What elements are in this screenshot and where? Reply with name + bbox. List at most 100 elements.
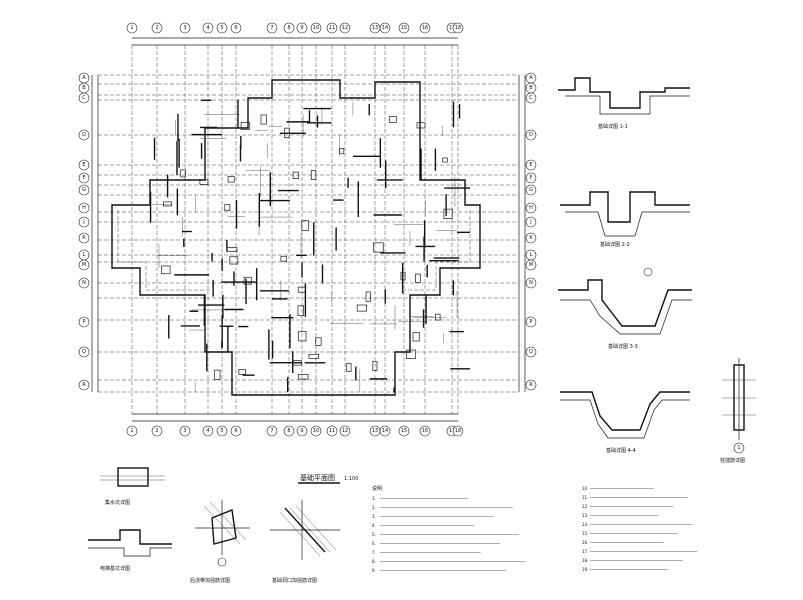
axis-bubble: R bbox=[78, 379, 90, 391]
axis-bubble: 1 bbox=[126, 22, 138, 34]
axis-bubble: N bbox=[78, 277, 90, 289]
note-number: 1. bbox=[372, 496, 376, 501]
axis-bubble: 8 bbox=[283, 22, 295, 34]
axis-label: 14 bbox=[382, 25, 388, 31]
axis-label: D bbox=[82, 132, 86, 138]
axis-bubble: 15 bbox=[398, 425, 410, 437]
axis-bubble: H bbox=[78, 202, 90, 214]
axis-bubble: E bbox=[78, 159, 90, 171]
axis-label: H bbox=[82, 205, 86, 211]
axis-label: J bbox=[529, 219, 531, 225]
axis-bubble: Q bbox=[525, 346, 537, 358]
column-detail-axis: 1 bbox=[737, 445, 740, 451]
axis-bubble: F bbox=[525, 172, 537, 184]
axis-label: 11 bbox=[329, 428, 335, 434]
axis-label: 4 bbox=[206, 25, 209, 31]
axis-bubble: A bbox=[78, 72, 90, 84]
axis-bubble: D bbox=[78, 129, 90, 141]
note-number: 3. bbox=[372, 514, 376, 519]
axis-label: 12 bbox=[342, 25, 348, 31]
notes-column-1: 1.2.3.4.5.6.7.8.9. bbox=[372, 496, 526, 573]
axis-bubble: 1 bbox=[126, 425, 138, 437]
axis-bubble: K bbox=[525, 232, 537, 244]
axis-label: 1 bbox=[130, 25, 133, 31]
axis-bubble: 4 bbox=[202, 425, 214, 437]
section-detail-4-caption: 基础详图 4-4 bbox=[606, 447, 636, 454]
section-detail-3: 基础详图 3-3 bbox=[558, 267, 692, 350]
bottom-detail-1: 集水坑详图 bbox=[100, 467, 165, 506]
section-detail-2: 基础详图 2-2 bbox=[560, 191, 690, 248]
axis-label: G bbox=[529, 187, 533, 193]
axis-bubble: 9 bbox=[296, 425, 308, 437]
note-number: 8. bbox=[372, 559, 376, 564]
axis-bubble: P bbox=[525, 316, 537, 328]
axis-bubble: M bbox=[525, 259, 537, 271]
axis-label: 3 bbox=[183, 25, 186, 31]
axis-bubble: L bbox=[525, 249, 537, 261]
axis-label: 11 bbox=[329, 25, 335, 31]
axis-label: L bbox=[530, 252, 533, 258]
axis-bubble: B bbox=[525, 82, 537, 94]
axis-label: 8 bbox=[287, 428, 290, 434]
note-number: 18. bbox=[582, 558, 588, 563]
plan-title: 基础平面图 bbox=[300, 473, 335, 482]
note-number: 19. bbox=[582, 567, 588, 572]
axis-label: K bbox=[529, 235, 533, 241]
axis-label: F bbox=[530, 175, 533, 181]
axis-label: 8 bbox=[287, 25, 290, 31]
axis-bubble: R bbox=[525, 379, 537, 391]
axis-bubble: 3 bbox=[179, 22, 191, 34]
axis-label: 2 bbox=[155, 25, 158, 31]
axis-label: N bbox=[82, 280, 86, 286]
axis-bubble: 2 bbox=[151, 22, 163, 34]
axis-bubble: 8 bbox=[283, 425, 295, 437]
axis-label: C bbox=[82, 95, 86, 101]
note-number: 14. bbox=[582, 522, 588, 527]
axis-bubble: 2 bbox=[151, 425, 163, 437]
notes-heading: 说明 bbox=[372, 485, 382, 492]
axis-label: 6 bbox=[234, 25, 237, 31]
axis-bubble: F bbox=[78, 172, 90, 184]
note-number: 7. bbox=[372, 550, 376, 555]
axis-label: B bbox=[82, 85, 86, 91]
axis-bubble: 13 bbox=[369, 425, 381, 437]
axis-bubble: 16 bbox=[419, 425, 431, 437]
axis-label: 5 bbox=[220, 428, 223, 434]
column-detail: 1 柱插筋详图 bbox=[720, 358, 756, 464]
axis-bubble: 5 bbox=[216, 22, 228, 34]
section-detail-2-caption: 基础详图 2-2 bbox=[600, 241, 630, 248]
section-detail-3-caption: 基础详图 3-3 bbox=[608, 343, 638, 350]
bottom-detail-2-caption: 电梯基坑详图 bbox=[100, 565, 130, 572]
plan-scale: 1:100 bbox=[344, 476, 358, 482]
axis-bubble: 6 bbox=[230, 22, 242, 34]
axis-label: M bbox=[529, 262, 533, 268]
axis-bubble: C bbox=[78, 92, 90, 104]
axis-bubble: 5 bbox=[216, 425, 228, 437]
axis-bubble: Q bbox=[78, 346, 90, 358]
axis-bubble: A bbox=[525, 72, 537, 84]
axis-label: N bbox=[529, 280, 533, 286]
axis-label: R bbox=[529, 382, 533, 388]
axis-label: R bbox=[82, 382, 86, 388]
axis-label: Q bbox=[82, 349, 86, 355]
bottom-detail-4: 基础洞口加强筋详图 bbox=[270, 500, 340, 584]
axis-label: F bbox=[83, 175, 86, 181]
axis-label: 7 bbox=[270, 428, 273, 434]
axis-bubble: 12 bbox=[339, 22, 351, 34]
axis-bubble: G bbox=[525, 184, 537, 196]
axis-bubble: C bbox=[525, 92, 537, 104]
axis-label: 17 bbox=[449, 428, 455, 434]
axis-bubble: 9 bbox=[296, 22, 308, 34]
axis-label: 13 bbox=[372, 25, 378, 31]
axis-label: 1 bbox=[130, 428, 133, 434]
note-number: 5. bbox=[372, 532, 376, 537]
axis-bubble: 11 bbox=[326, 22, 338, 34]
building-outline bbox=[111, 79, 481, 396]
axis-label: A bbox=[82, 75, 86, 81]
axis-label: L bbox=[83, 252, 86, 258]
axis-label: 17 bbox=[449, 25, 455, 31]
axis-label: B bbox=[529, 85, 533, 91]
